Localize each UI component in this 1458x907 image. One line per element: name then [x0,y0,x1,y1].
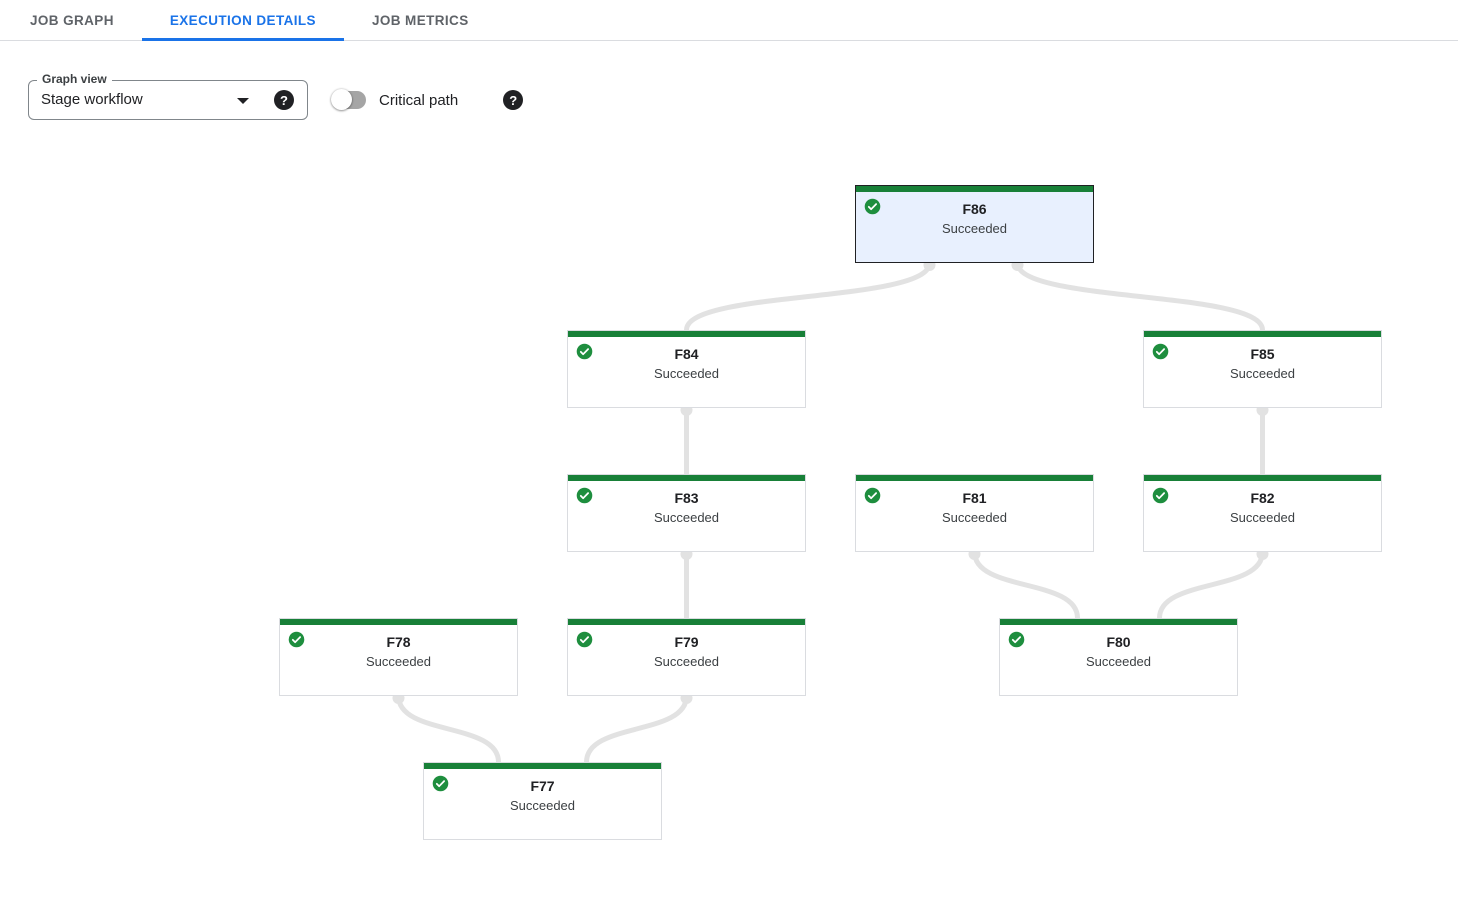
tab-job-metrics[interactable]: JOB METRICS [371,12,469,28]
stage-status-bar [1144,475,1381,481]
check-circle-icon [576,631,593,648]
check-circle-icon [432,775,449,792]
toggle-thumb [331,89,352,110]
stage-status: Succeeded [653,654,720,669]
check-circle-icon [1008,631,1025,648]
edge-F81-F80 [972,549,1080,621]
stage-name: F84 [674,346,699,362]
edge-F86-F85 [1015,260,1265,333]
stage-name: F79 [674,634,699,650]
graph-view-label: Graph view [37,72,112,86]
stage-status-bar [568,619,805,625]
stage-name: F77 [530,778,555,794]
stage-name: F82 [1250,490,1275,506]
edge-F79-F77 [584,693,689,765]
stage-status-bar [1000,619,1237,625]
stage-status-bar [568,331,805,337]
tab-bar: JOB GRAPH EXECUTION DETAILS JOB METRICS [0,0,1458,41]
critical-path-toggle[interactable] [331,89,366,110]
critical-path-label: Critical path [379,91,459,109]
stage-status-bar [568,475,805,481]
stage-status-bar [280,619,517,625]
stage-status: Succeeded [941,221,1008,236]
stage-status-bar [856,186,1093,192]
stage-status: Succeeded [509,798,576,813]
edge-F78-F77 [396,693,501,765]
stage-status: Succeeded [365,654,432,669]
check-circle-icon [864,487,881,504]
edge-F82-F80 [1157,549,1265,621]
dropdown-caret-icon [237,98,249,104]
stage-status: Succeeded [1085,654,1152,669]
tab-execution-details[interactable]: EXECUTION DETAILS [141,0,344,41]
critical-path-help-icon[interactable]: ? [503,90,524,110]
stage-name: F81 [962,490,987,506]
stage-status: Succeeded [653,510,720,525]
stage-status-bar [856,475,1093,481]
critical-path-control: Critical path ? [331,80,524,120]
stage-status: Succeeded [1229,510,1296,525]
edge-F86-F84 [684,260,932,333]
tab-job-graph[interactable]: JOB GRAPH [30,12,114,28]
stage-name: F78 [386,634,411,650]
stage-status-bar [1144,331,1381,337]
stage-name: F86 [962,201,987,217]
stage-name: F85 [1250,346,1275,362]
check-circle-icon [1152,343,1169,360]
check-circle-icon [576,343,593,360]
check-circle-icon [576,487,593,504]
stage-status: Succeeded [653,366,720,381]
stage-status: Succeeded [941,510,1008,525]
stage-name: F83 [674,490,699,506]
graph-view-help-icon[interactable]: ? [274,90,294,110]
stage-name: F80 [1106,634,1131,650]
check-circle-icon [1152,487,1169,504]
check-circle-icon [864,198,881,215]
check-circle-icon [288,631,305,648]
stage-status-bar [424,763,661,769]
stage-status: Succeeded [1229,366,1296,381]
graph-view-select[interactable]: Graph view Stage workflow ? [28,72,308,120]
graph-view-value: Stage workflow [41,91,143,108]
